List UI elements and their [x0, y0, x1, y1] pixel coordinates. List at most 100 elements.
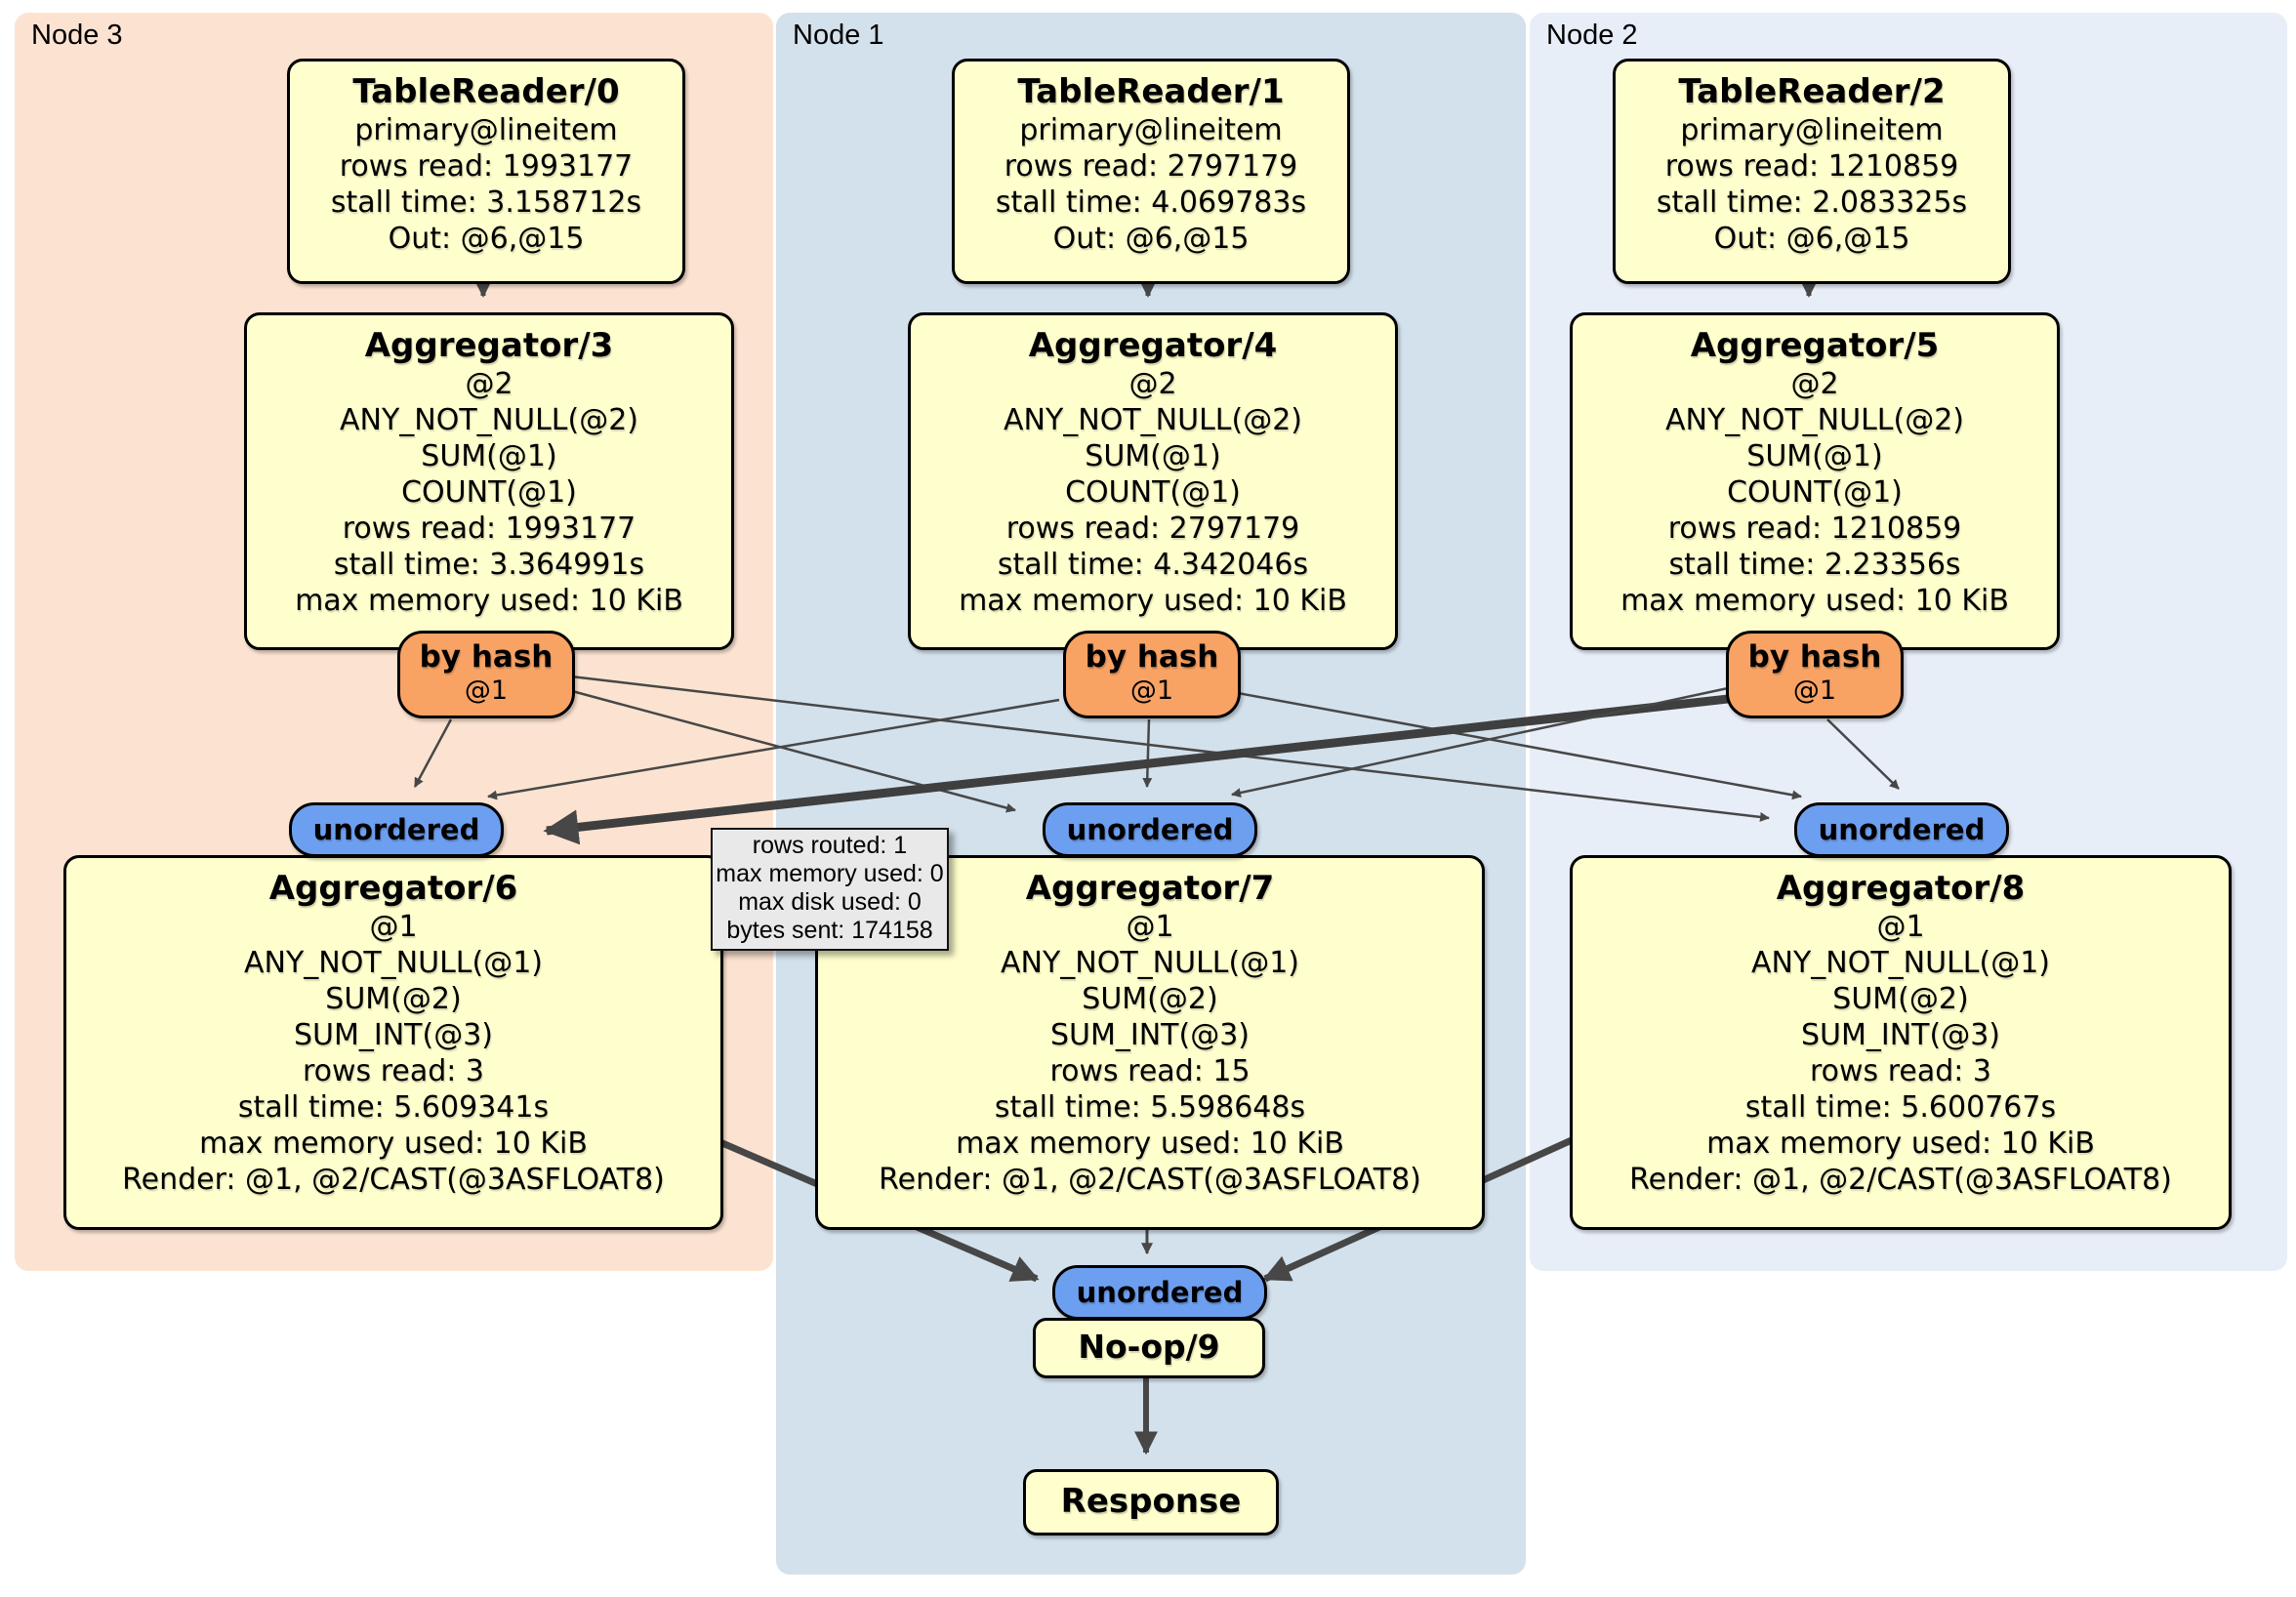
box-title: Aggregator/3	[364, 326, 614, 365]
box-line: SUM_INT(@3)	[1801, 1018, 2000, 1052]
box-line: rows read: 1210859	[1664, 149, 1959, 184]
edge-byhash1-unordered2[interactable]	[560, 686, 1016, 813]
box-line: stall time: 2.083325s	[1656, 185, 1968, 220]
box-line: max memory used: 10 KiB	[1706, 1126, 2095, 1161]
box-line: stall time: 3.364991s	[333, 548, 645, 582]
box-line: Out: @6,@15	[388, 222, 585, 256]
box-line: stall time: 4.069783s	[995, 185, 1307, 220]
box-line: rows read: 15	[1049, 1054, 1250, 1088]
box-line: ANY_NOT_NULL(@2)	[1665, 403, 1964, 437]
edge-byhash2-unordered2[interactable]	[1142, 718, 1153, 788]
tablereader-0-box: TableReader/0 primary@lineitem rows read…	[287, 59, 685, 284]
box-line: SUM(@2)	[325, 982, 462, 1016]
aggregator-8-box: Aggregator/8 @1 ANY_NOT_NULL(@1) SUM(@2)…	[1570, 855, 2232, 1230]
box-line: SUM_INT(@3)	[1050, 1018, 1250, 1052]
box-line: ANY_NOT_NULL(@2)	[1004, 403, 1302, 437]
unordered-sync-final: unordered	[1052, 1265, 1267, 1320]
edge-byhash3-unordered3[interactable]	[1826, 718, 1900, 790]
tooltip-line: rows routed: 1	[752, 832, 908, 859]
box-line: COUNT(@1)	[1727, 475, 1903, 510]
box-line: @2	[465, 367, 513, 401]
node1-region-label: Node 1	[793, 20, 884, 51]
box-line: rows read: 2797179	[1005, 512, 1300, 546]
box-line: Out: @6,@15	[1052, 222, 1250, 256]
box-title: TableReader/1	[1017, 72, 1285, 111]
box-line: rows read: 3	[1809, 1054, 1992, 1088]
box-line: ANY_NOT_NULL(@1)	[1001, 946, 1299, 980]
response-box: Response	[1023, 1469, 1279, 1536]
box-line: rows read: 1993177	[342, 512, 636, 546]
box-line: rows read: 1993177	[339, 149, 634, 184]
box-line: COUNT(@1)	[1065, 475, 1241, 510]
edge-byhash2-unordered1[interactable]	[487, 698, 1060, 800]
byhash-label: by hash	[1747, 639, 1882, 675]
box-line: ANY_NOT_NULL(@1)	[244, 946, 543, 980]
aggregator-3-box: Aggregator/3 @2 ANY_NOT_NULL(@2) SUM(@1)…	[244, 312, 734, 650]
byhash-label: by hash	[419, 639, 554, 675]
box-line: @1	[369, 910, 418, 944]
byhash-column: @1	[1129, 676, 1174, 706]
box-line: stall time: 5.600767s	[1744, 1090, 2057, 1125]
box-title: Aggregator/6	[268, 869, 518, 908]
box-title: TableReader/0	[352, 72, 620, 111]
byhash-router-node1: by hash @1	[1063, 631, 1241, 718]
box-line: max memory used: 10 KiB	[1620, 584, 2009, 618]
edge-byhash3-unordered1-highlighted[interactable]	[543, 691, 1755, 845]
box-line: primary@lineitem	[1019, 113, 1283, 147]
tooltip-line: max disk used: 0	[738, 888, 922, 916]
node3-region-label: Node 3	[31, 20, 123, 51]
box-line: COUNT(@1)	[401, 475, 577, 510]
edge-byhash2-unordered3[interactable]	[1237, 691, 1802, 800]
box-title: Aggregator/8	[1776, 869, 2026, 908]
box-line: ANY_NOT_NULL(@1)	[1751, 946, 2050, 980]
box-line: max memory used: 10 KiB	[295, 584, 683, 618]
noop-box: No-op/9	[1033, 1318, 1265, 1378]
node2-region-label: Node 2	[1546, 20, 1638, 51]
box-line: @1	[1876, 910, 1925, 944]
edge-byhash1-unordered3[interactable]	[570, 675, 1770, 822]
byhash-label: by hash	[1085, 639, 1219, 675]
box-line: SUM(@1)	[421, 439, 557, 473]
tooltip-line: bytes sent: 174158	[726, 917, 933, 944]
box-line: SUM_INT(@3)	[294, 1018, 493, 1052]
box-line: rows read: 1210859	[1667, 512, 1962, 546]
byhash-column: @1	[464, 676, 509, 706]
box-line: rows read: 3	[302, 1054, 485, 1088]
box-line: stall time: 5.598648s	[994, 1090, 1306, 1125]
aggregator-4-box: Aggregator/4 @2 ANY_NOT_NULL(@2) SUM(@1)…	[908, 312, 1398, 650]
tablereader-1-box: TableReader/1 primary@lineitem rows read…	[952, 59, 1350, 284]
box-title: Aggregator/7	[1025, 869, 1275, 908]
box-line: stall time: 2.23356s	[1668, 548, 1961, 582]
tooltip-line: max memory used: 0	[716, 860, 944, 887]
unordered-sync-node1: unordered	[1043, 802, 1257, 857]
box-line: @2	[1128, 367, 1177, 401]
box-line: stall time: 4.342046s	[997, 548, 1309, 582]
box-title: Aggregator/5	[1690, 326, 1940, 365]
box-line: max memory used: 10 KiB	[956, 1126, 1344, 1161]
byhash-column: @1	[1792, 676, 1837, 706]
box-line: Render: @1, @2/CAST(@3ASFLOAT8)	[1629, 1163, 2172, 1197]
box-title: Aggregator/4	[1028, 326, 1278, 365]
stream-stats-tooltip: rows routed: 1 max memory used: 0 max di…	[711, 828, 949, 951]
box-line: @1	[1126, 910, 1174, 944]
edge-byhash1-unordered1[interactable]	[413, 718, 453, 788]
box-line: Out: @6,@15	[1713, 222, 1910, 256]
box-line: Render: @1, @2/CAST(@3ASFLOAT8)	[879, 1163, 1421, 1197]
aggregator-7-box: Aggregator/7 @1 ANY_NOT_NULL(@1) SUM(@2)…	[815, 855, 1485, 1230]
box-line: SUM(@2)	[1832, 982, 1969, 1016]
box-line: Render: @1, @2/CAST(@3ASFLOAT8)	[122, 1163, 665, 1197]
box-line: stall time: 3.158712s	[330, 185, 642, 220]
box-line: primary@lineitem	[354, 113, 618, 147]
box-line: max memory used: 10 KiB	[959, 584, 1347, 618]
box-line: primary@lineitem	[1680, 113, 1944, 147]
box-line: ANY_NOT_NULL(@2)	[340, 403, 638, 437]
box-line: SUM(@1)	[1746, 439, 1883, 473]
edge-byhash3-unordered2[interactable]	[1231, 686, 1729, 798]
aggregator-6-box: Aggregator/6 @1 ANY_NOT_NULL(@1) SUM(@2)…	[63, 855, 723, 1230]
box-line: max memory used: 10 KiB	[199, 1126, 588, 1161]
box-line: stall time: 5.609341s	[237, 1090, 550, 1125]
aggregator-5-box: Aggregator/5 @2 ANY_NOT_NULL(@2) SUM(@1)…	[1570, 312, 2060, 650]
unordered-sync-node2: unordered	[1794, 802, 2009, 857]
byhash-router-node2: by hash @1	[1726, 631, 1904, 718]
